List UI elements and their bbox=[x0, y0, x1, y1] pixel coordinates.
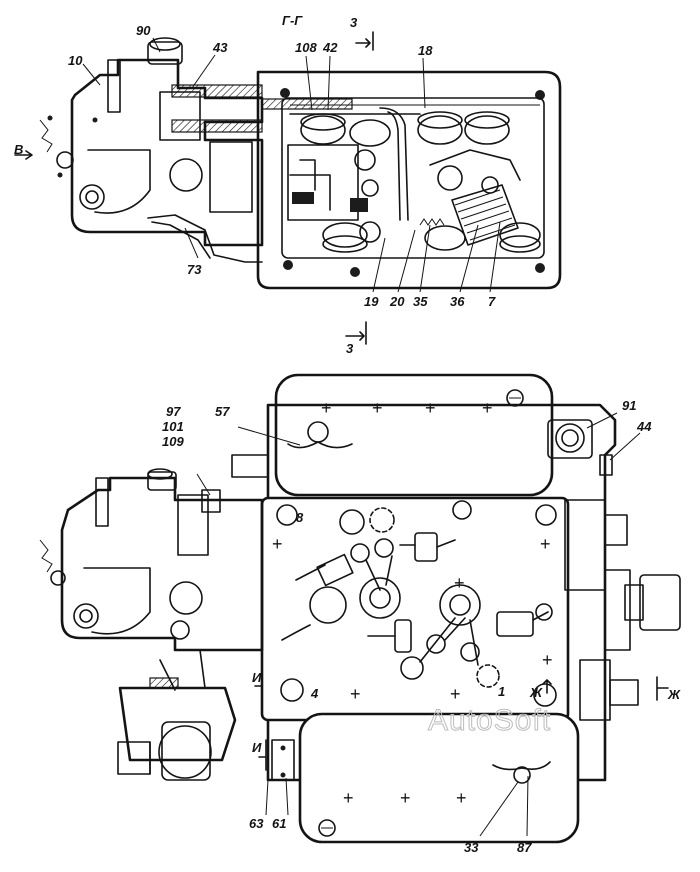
svg-text:+: + bbox=[540, 534, 551, 554]
callout-87: 87 bbox=[517, 840, 532, 855]
callout-35: 35 bbox=[413, 294, 428, 309]
callout-90: 90 bbox=[136, 23, 151, 38]
view-mark-zh-left: Ж bbox=[529, 685, 543, 700]
view-mark-b: В bbox=[14, 142, 23, 157]
svg-text:+: + bbox=[343, 788, 354, 808]
cylinder-number-4: 4 bbox=[310, 686, 319, 701]
callout-18: 18 bbox=[418, 43, 433, 58]
svg-text:+: + bbox=[321, 398, 332, 418]
svg-text:+: + bbox=[272, 534, 283, 554]
top-section-view: Г-Г 3 3 В 90 10 43 108 42 18 73 19 20 35… bbox=[14, 13, 562, 356]
callout-73: 73 bbox=[187, 262, 202, 277]
cylinder-number-1: 1 bbox=[498, 684, 505, 699]
section-mark-bottom: 3 bbox=[346, 341, 354, 356]
svg-text:+: + bbox=[372, 398, 383, 418]
svg-text:+: + bbox=[450, 684, 461, 704]
callout-36: 36 bbox=[450, 294, 465, 309]
section-mark-top: 3 bbox=[350, 15, 358, 30]
callout-43: 43 bbox=[212, 40, 228, 55]
svg-text:+: + bbox=[482, 398, 493, 418]
callout-63: 63 bbox=[249, 816, 264, 831]
callout-57: 57 bbox=[215, 404, 230, 419]
callout-19: 19 bbox=[364, 294, 379, 309]
callout-109: 109 bbox=[162, 434, 184, 449]
view-mark-i-bottom: И bbox=[252, 740, 262, 755]
callout-108: 108 bbox=[295, 40, 317, 55]
callout-10: 10 bbox=[68, 53, 83, 68]
view-mark-zh-right: Ж bbox=[667, 687, 681, 702]
bottom-plan-view: + + + + + + + + + + + + + 97 101 109 57 … bbox=[39, 373, 681, 855]
svg-text:+: + bbox=[454, 573, 465, 593]
view-mark-i-top: И bbox=[252, 670, 262, 685]
callout-33: 33 bbox=[464, 840, 479, 855]
callout-20: 20 bbox=[389, 294, 405, 309]
cylinder-number-8: 8 bbox=[296, 510, 304, 525]
svg-text:+: + bbox=[350, 684, 361, 704]
callout-7: 7 bbox=[488, 294, 496, 309]
callout-91: 91 bbox=[622, 398, 636, 413]
svg-text:+: + bbox=[400, 788, 411, 808]
callout-42: 42 bbox=[322, 40, 338, 55]
callout-44: 44 bbox=[636, 419, 652, 434]
svg-text:+: + bbox=[542, 650, 553, 670]
callout-101: 101 bbox=[162, 419, 184, 434]
callout-61: 61 bbox=[272, 816, 286, 831]
svg-text:+: + bbox=[425, 398, 436, 418]
callout-97: 97 bbox=[166, 404, 181, 419]
svg-text:+: + bbox=[456, 788, 467, 808]
section-title: Г-Г bbox=[282, 13, 303, 28]
watermark: AutoSoft bbox=[428, 704, 551, 737]
